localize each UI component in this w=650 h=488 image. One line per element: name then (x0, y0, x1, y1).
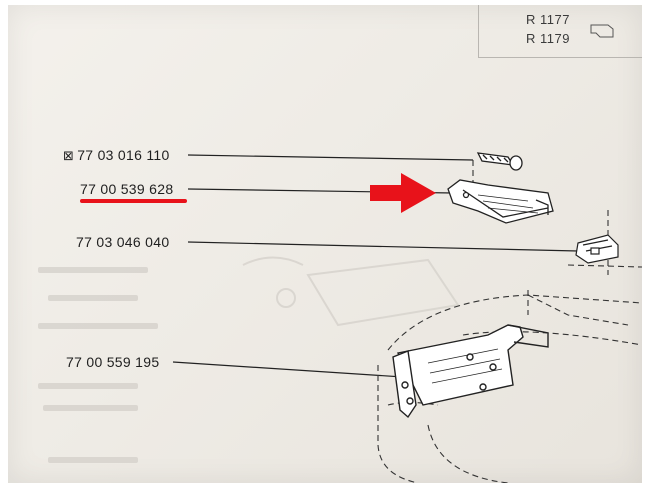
replacement-mark-icon: ⊠ (63, 148, 75, 163)
part-label-4: 77 00 559 195 (66, 354, 159, 370)
part-number-1: 77 03 016 110 (77, 147, 170, 163)
part-number-4: 77 00 559 195 (66, 354, 160, 370)
reference-box (478, 5, 642, 58)
part-label-2: 77 00 539 628 (80, 181, 173, 197)
reference-line-2: R 1179 (526, 31, 570, 46)
faded-background-text (38, 267, 158, 463)
screw-part (476, 152, 523, 171)
reference-line-1: R 1177 (526, 12, 570, 27)
hand-pointer-icon (590, 24, 614, 38)
part-label-3: 77 03 046 040 (76, 234, 169, 250)
support-bracket-part (392, 324, 549, 419)
clip-part (575, 234, 619, 264)
faded-background-diagram (242, 256, 460, 327)
part-label-1: ⊠77 03 016 110 (63, 147, 170, 164)
part-number-2: 77 00 539 628 (80, 181, 174, 197)
bracket-part (447, 179, 554, 224)
part-number-3: 77 03 046 040 (76, 234, 170, 250)
catalog-page: R 1177 R 1179 ⊠77 03 016 110 77 00 539 6… (8, 5, 642, 483)
parts-illustration (38, 24, 642, 483)
highlight-arrow-icon (370, 173, 436, 213)
